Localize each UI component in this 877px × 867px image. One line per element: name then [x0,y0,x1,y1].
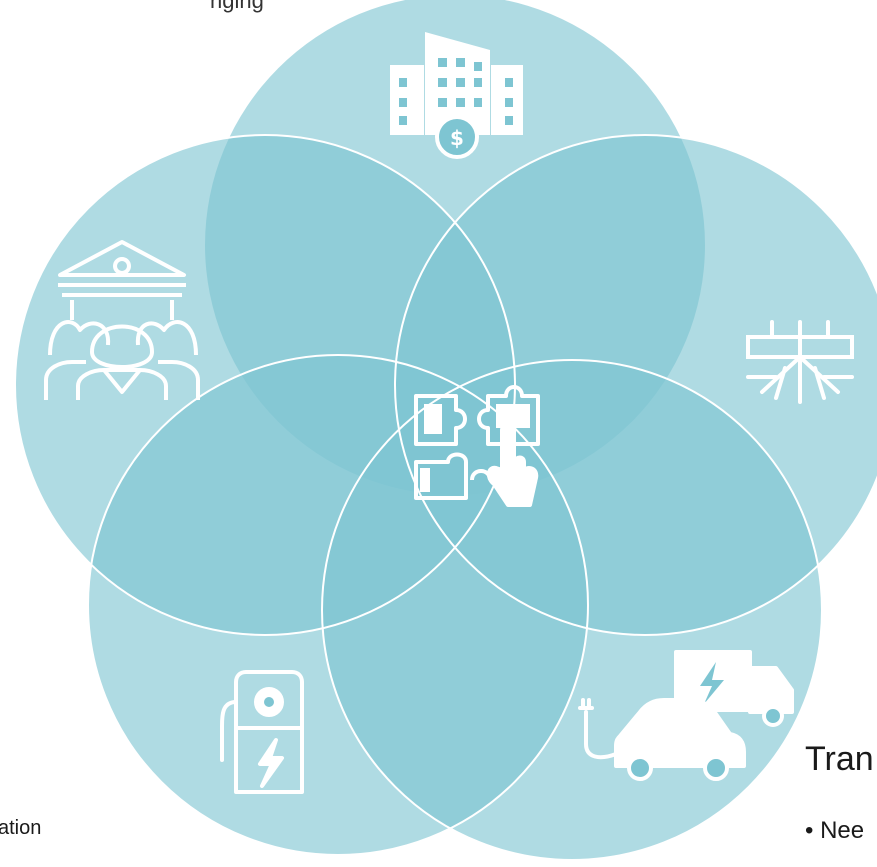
ev-charger-icon [220,670,304,794]
puzzle-collaboration-icon [414,385,540,507]
top-label-fragment: nging [210,0,264,13]
outline-left [14,134,516,636]
transport-title-fragment: Tran [805,740,874,778]
venn-circles [15,0,877,860]
government-community-icon [44,240,200,400]
outline-bottom-right [321,359,823,861]
circle-bottom-right [322,360,822,860]
outline-right [394,134,877,636]
outline-bottom-left [87,354,589,856]
transport-bullet-fragment: • Nee [805,817,865,844]
left-label-fragment: ation [0,817,42,839]
finance-building-icon: $ [390,32,523,159]
power-line-icon [746,320,854,404]
electric-vehicles-icon [578,650,794,781]
venn-outlines [14,134,877,861]
svg-text:$: $ [450,126,464,150]
